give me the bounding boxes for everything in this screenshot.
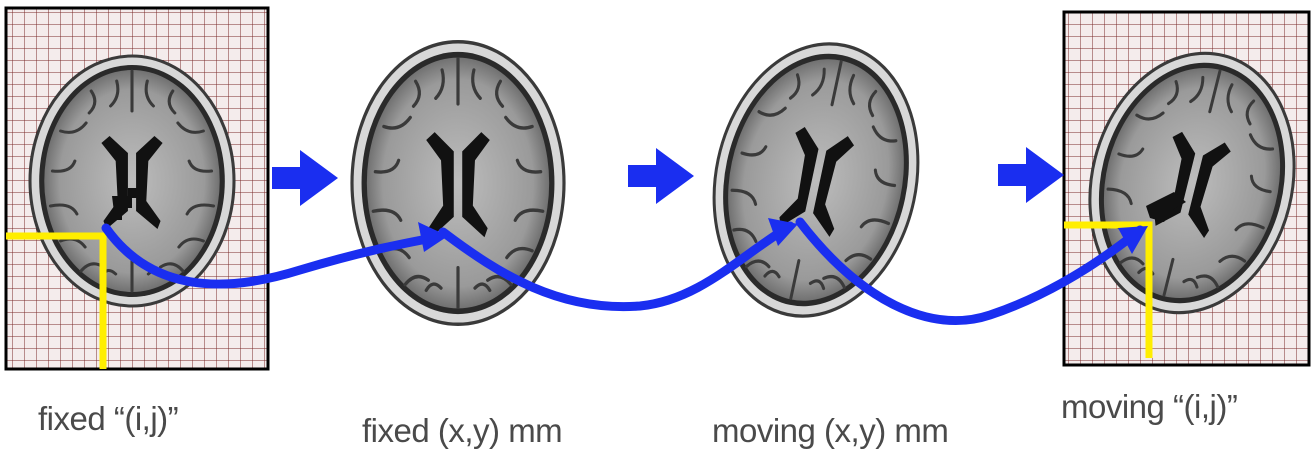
caption-fixed-physical: fixed (x,y) mm (362, 412, 562, 450)
fixed-grid-panel (6, 8, 268, 369)
right-arrow-icon (998, 147, 1064, 203)
fixed-physical-panel (352, 42, 564, 325)
moving-grid-panel (1063, 12, 1311, 365)
brain-slice-icon (352, 42, 564, 325)
brain-slice-icon (30, 56, 234, 306)
right-arrow-icon (272, 150, 338, 206)
moving-physical-panel (690, 25, 943, 336)
brain-slice-icon (690, 25, 943, 336)
right-arrow-icon (628, 148, 694, 204)
caption-fixed-grid: fixed “(i,j)” (38, 400, 178, 438)
caption-moving-physical: moving (x,y) mm (712, 412, 948, 450)
caption-moving-grid: moving “(i,j)” (1061, 388, 1237, 426)
